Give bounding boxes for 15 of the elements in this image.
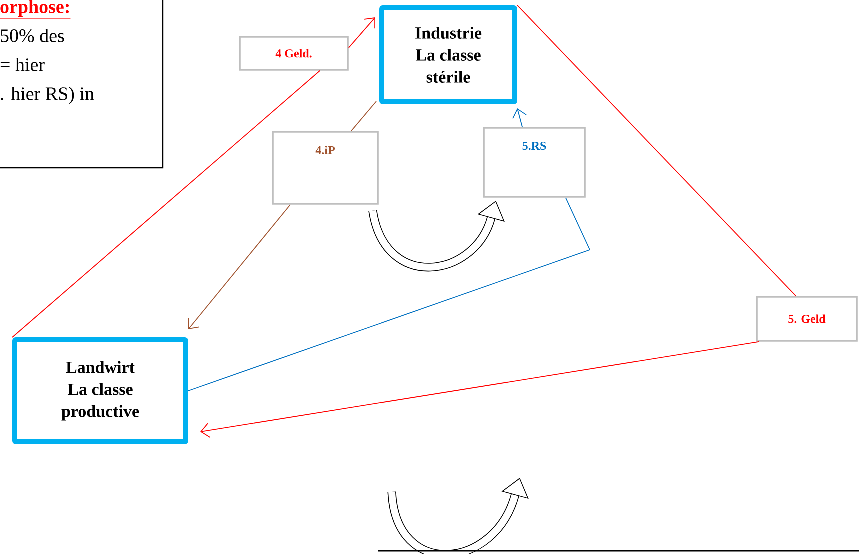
arrow <box>188 204 291 330</box>
connector-line <box>12 70 321 338</box>
connector-line <box>517 5 796 297</box>
label-box: 4.iP <box>272 131 379 205</box>
arrow <box>348 18 376 48</box>
arrow <box>200 341 760 438</box>
actor-box: Industrie La classe stérile <box>380 6 518 104</box>
actor-box: Landwirt La classe productive <box>12 338 188 444</box>
note-box: orphose: 50% des = hier . hier RS) in <box>0 0 164 169</box>
connector-line <box>188 197 591 392</box>
label-box: 4 Geld. <box>239 36 349 71</box>
arrow <box>512 108 527 128</box>
label-box: 5. Geld <box>756 296 858 342</box>
connector-line <box>351 101 377 132</box>
label-box: 5.RS <box>483 127 586 198</box>
